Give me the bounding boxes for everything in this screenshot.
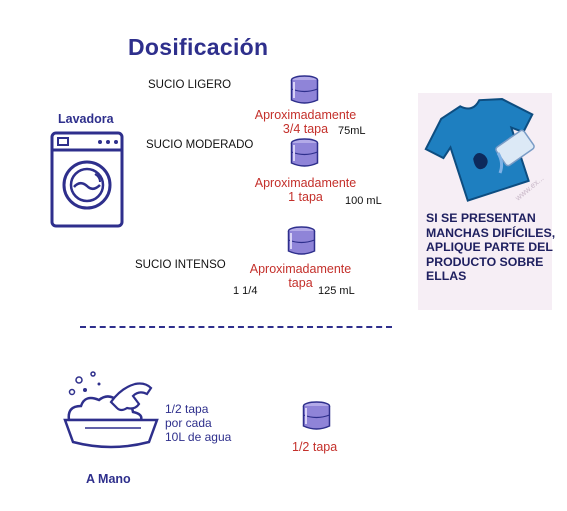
page-title: Dosificación: [128, 34, 269, 60]
washing-machine-icon: [50, 131, 124, 228]
amount-ligero: Aproximadamente 3/4 tapa: [254, 108, 357, 136]
level-sucio-ligero: SUCIO LIGERO: [148, 79, 232, 91]
ml-ligero: 75mL: [338, 125, 366, 137]
ml-moderado: 100 mL: [345, 195, 382, 207]
ml-intenso: 125 mL: [318, 285, 355, 297]
mano-label: A Mano: [86, 472, 131, 486]
tip-text: SI SE PRESENTAN MANCHAS DIFÍCILES, APLIQ…: [426, 211, 556, 283]
level-sucio-intenso: SUCIO INTENSO: [135, 259, 226, 271]
lavadora-label: Lavadora: [58, 112, 114, 126]
mano-amount: 1/2 tapa: [292, 440, 338, 454]
detergent-cap-icon: [287, 226, 316, 255]
amount-moderado: Aproximadamente 1 tapa: [254, 176, 357, 204]
detergent-cap-icon: [290, 75, 319, 104]
hand-wash-basin-icon: [63, 371, 159, 449]
level-sucio-moderado: SUCIO MODERADO: [146, 139, 254, 151]
mano-instructions: 1/2 tapa por cada 10L de agua: [165, 402, 232, 444]
amount-intenso: Aproximadamente tapa: [249, 262, 352, 290]
fraction-intenso: 1 1/4: [233, 285, 258, 297]
section-divider: [80, 326, 392, 328]
detergent-cap-icon: [290, 138, 319, 167]
stained-shirt-icon: www.ex...: [424, 98, 546, 203]
detergent-cap-icon: [302, 401, 331, 430]
